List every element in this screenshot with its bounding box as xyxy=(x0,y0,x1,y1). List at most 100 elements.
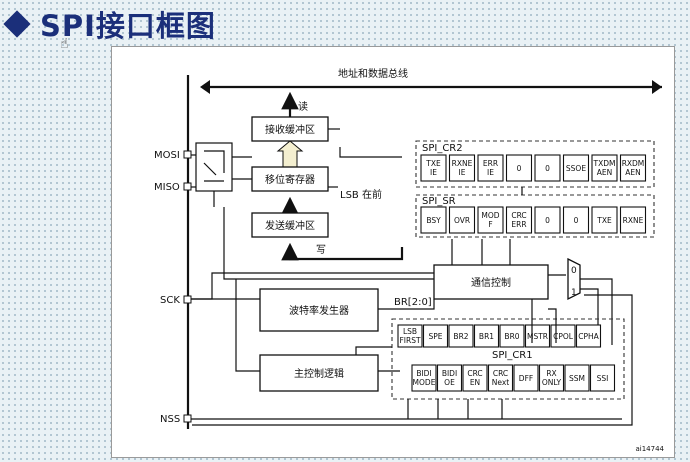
cr1-lower-bit-label: SSI xyxy=(597,374,609,383)
cr1-upper-bit-label: BR1 xyxy=(479,332,494,341)
cr2-bit-label: IE xyxy=(459,168,466,177)
cr1-lower-bit-cell xyxy=(487,364,514,392)
cr1-lower-bit-label: Next xyxy=(492,378,510,387)
mosi-label: MOSI xyxy=(154,150,180,161)
cr1-upper-bit-cell xyxy=(448,324,474,348)
mosi-pin xyxy=(183,150,192,159)
sck-pin xyxy=(183,295,192,304)
cr1-upper-bit-label: FIRST xyxy=(399,336,420,345)
cr2-bit-cell xyxy=(420,154,447,182)
sr-bit-cell xyxy=(420,206,447,234)
cr1-lower-bit-cell xyxy=(538,364,565,392)
sr-bit-label: BSY xyxy=(426,216,441,225)
miso-label: MISO xyxy=(154,182,180,193)
hand-cursor-icon: ☝ xyxy=(60,36,69,52)
sr-bit-cell xyxy=(505,206,533,234)
cr2-bit-label: TXE xyxy=(425,159,441,168)
shift-register-label: 移位寄存器 xyxy=(265,173,315,186)
sr-bit-label: ERR xyxy=(511,220,526,229)
cr2-bit-label: SSOE xyxy=(566,164,586,173)
cr1-upper-bit-label: SPE xyxy=(428,332,442,341)
cr1-lower-bit-label: RX xyxy=(546,369,556,378)
cr2-bit-label: RXNE xyxy=(452,159,473,168)
mux-1-label: 1 xyxy=(571,288,577,298)
cr1-lower-bit-label: CRC xyxy=(467,369,482,378)
miso-pin xyxy=(183,182,192,191)
cr1-upper-bit-label: CPHA xyxy=(578,332,599,341)
cr1-lower-bit-label: DFF xyxy=(519,374,533,383)
cr1-lower-bit-cell xyxy=(411,364,437,392)
cr1-upper-bit-label: BR0 xyxy=(504,332,519,341)
cr2-title: SPI_CR2 xyxy=(422,143,463,154)
sck-label: SCK xyxy=(160,295,180,306)
lsb-first-label: LSB 在前 xyxy=(340,188,382,201)
cr1-upper-bit-label: BR2 xyxy=(453,332,468,341)
cr2-bit-cell xyxy=(619,154,647,182)
slide-title-text: SPI接口框图 xyxy=(40,9,216,43)
cr2-group xyxy=(415,140,655,188)
sr-bit-label: CRC xyxy=(511,211,526,220)
cr2-bit-label: IE xyxy=(487,168,494,177)
tx-buffer-label: 发送缓冲区 xyxy=(265,219,315,232)
nss-pin xyxy=(183,414,192,423)
cr1-lower-bit-label: BIDI xyxy=(416,369,431,378)
sr-bit-cell xyxy=(619,206,647,234)
sr-title: SPI_SR xyxy=(422,196,456,207)
spi-block-diagram: 地址和数据总线 读 接收缓冲区 移位寄存器 LSB 在前 发送缓冲区 写 MOS… xyxy=(154,67,665,453)
cr1-upper-bit-cell xyxy=(550,324,576,348)
cr2-bit-cell xyxy=(477,154,504,182)
baud-rate-generator xyxy=(259,288,379,332)
comm-control-label: 通信控制 xyxy=(471,276,511,289)
cr2-bit-cell xyxy=(448,154,476,182)
sr-bit-cell xyxy=(448,206,476,234)
comm-control xyxy=(433,264,549,300)
cr2-bit-label: AEN xyxy=(597,168,612,177)
cr1-upper-bit-cell xyxy=(397,324,423,348)
cr1-lower-bit-label: BIDI xyxy=(442,369,457,378)
slide-title: SPI接口框图 xyxy=(3,6,216,43)
sr-bit-label: TXE xyxy=(596,216,612,225)
cr1-group xyxy=(391,318,625,400)
sr-bit-label: F xyxy=(488,220,492,229)
tx-buffer xyxy=(251,212,329,238)
master-control-logic xyxy=(259,354,379,392)
sr-bit-cell xyxy=(534,206,561,234)
bus-label: 地址和数据总线 xyxy=(338,67,408,80)
diamond-bullet-icon xyxy=(3,10,31,38)
mosi-miso-switch xyxy=(195,142,233,192)
cr1-upper-bit-cell xyxy=(499,324,525,348)
cr2-bit-label: AEN xyxy=(625,168,640,177)
nss-label: NSS xyxy=(160,414,180,425)
cr2-bit-label: 0 xyxy=(517,164,522,173)
sr-bit-label: 0 xyxy=(574,216,579,225)
diagram-panel: 地址和数据总线 读 接收缓冲区 移位寄存器 LSB 在前 发送缓冲区 写 MOS… xyxy=(111,46,675,458)
master-logic-label: 主控制逻辑 xyxy=(294,367,344,380)
cr1-lower-bit-cell xyxy=(589,364,616,392)
cr1-upper-bit-cell xyxy=(422,324,449,348)
rx-buffer-label: 接收缓冲区 xyxy=(265,123,315,136)
sr-bit-cell xyxy=(562,206,590,234)
cr1-title: SPI_CR1 xyxy=(492,350,533,361)
clock-mux xyxy=(567,257,581,301)
sr-bit-label: OVR xyxy=(454,216,470,225)
baud-rate-label: 波特率发生器 xyxy=(289,304,349,317)
sr-bit-cell xyxy=(477,206,504,234)
cr2-bit-label: 0 xyxy=(545,164,550,173)
cr1-upper-bit-cell xyxy=(473,324,500,348)
br-label: BR[2:0] xyxy=(394,297,432,308)
cr2-bit-label: RXDM xyxy=(622,159,645,168)
cr1-lower-bit-cell xyxy=(513,364,539,392)
sr-bit-cell xyxy=(591,206,618,234)
cr1-upper-bit-label: MSTR xyxy=(527,332,548,341)
figure-id: ai14744 xyxy=(635,445,664,453)
cr2-bit-cell xyxy=(505,154,533,182)
cr2-bit-label: IE xyxy=(430,168,437,177)
cr1-upper-bit-cell xyxy=(575,324,602,348)
cr2-bit-label: TXDM xyxy=(593,159,616,168)
cr1-lower-bit-label: OE xyxy=(444,378,455,387)
sr-bit-label: RXNE xyxy=(623,216,644,225)
cr1-upper-bit-label: LSB xyxy=(403,327,417,336)
sr-bit-label: MOD xyxy=(481,211,499,220)
cr1-lower-bit-cell xyxy=(462,364,488,392)
mux-0-label: 0 xyxy=(571,266,577,276)
